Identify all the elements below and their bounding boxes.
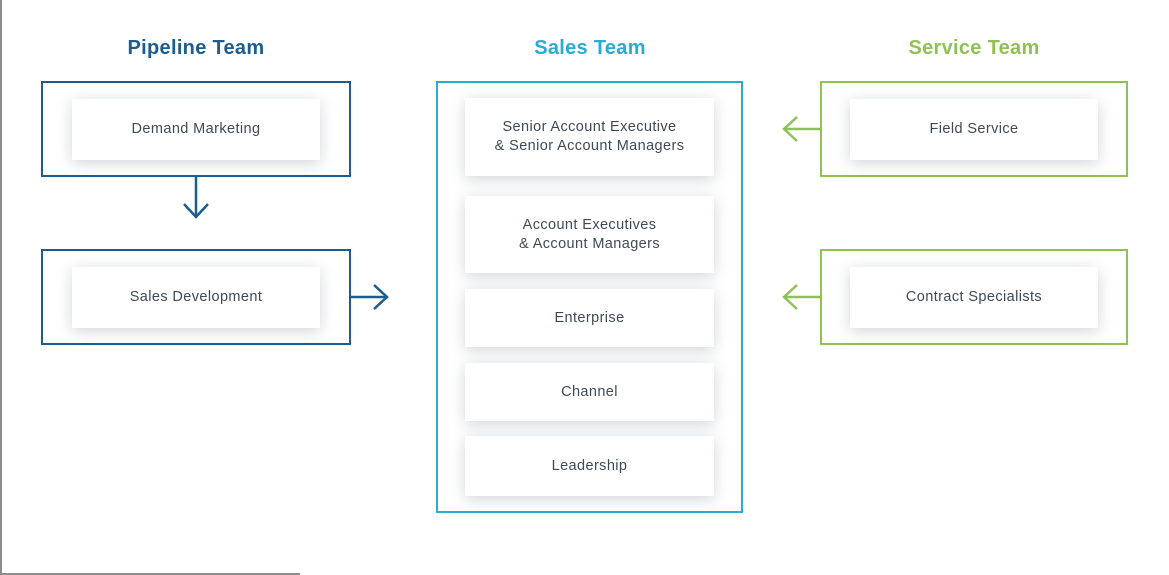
sales-development-label: Sales Development [129, 288, 263, 305]
sales-card-account-executives-label: Account Executives & Account Managers [519, 216, 660, 252]
sales-card-channel-label: Channel [561, 383, 618, 400]
demand-marketing-label: Demand Marketing [131, 120, 261, 137]
sales-development-card: Sales Development [72, 266, 320, 328]
contract-specialists-card: Contract Specialists [850, 266, 1098, 328]
sales-card-senior-account: Senior Account Executive & Senior Accoun… [465, 98, 714, 176]
demand-marketing-box: Demand Marketing [41, 81, 351, 177]
sales-card-leadership: Leadership [465, 436, 714, 496]
service-team-title: Service Team [908, 37, 1040, 59]
window-edge-bottom [0, 573, 300, 575]
sales-development-box: Sales Development [41, 249, 351, 345]
sales-card-enterprise: Enterprise [465, 289, 714, 347]
sales-card-channel: Channel [465, 363, 714, 421]
sales-card-enterprise-label: Enterprise [554, 309, 625, 326]
down-arrow-icon [178, 177, 214, 223]
sales-card-account-executives: Account Executives & Account Managers [465, 196, 714, 273]
sales-card-leadership-label: Leadership [551, 457, 628, 474]
pipeline-team-title: Pipeline Team [127, 37, 265, 59]
contract-specialists-label: Contract Specialists [905, 288, 1043, 305]
demand-marketing-card: Demand Marketing [72, 98, 320, 160]
sales-team-title: Sales Team [534, 37, 646, 59]
field-service-card: Field Service [850, 98, 1098, 160]
contract-specialists-box: Contract Specialists [820, 249, 1128, 345]
sales-team-container: Senior Account Executive & Senior Accoun… [436, 81, 743, 513]
window-edge-left [0, 0, 2, 575]
left-arrow-icon-contract-specialists [778, 279, 820, 315]
field-service-label: Field Service [929, 120, 1019, 137]
left-arrow-icon-field-service [778, 111, 820, 147]
right-arrow-icon [351, 279, 393, 315]
field-service-box: Field Service [820, 81, 1128, 177]
sales-card-senior-account-label: Senior Account Executive & Senior Accoun… [494, 119, 685, 154]
